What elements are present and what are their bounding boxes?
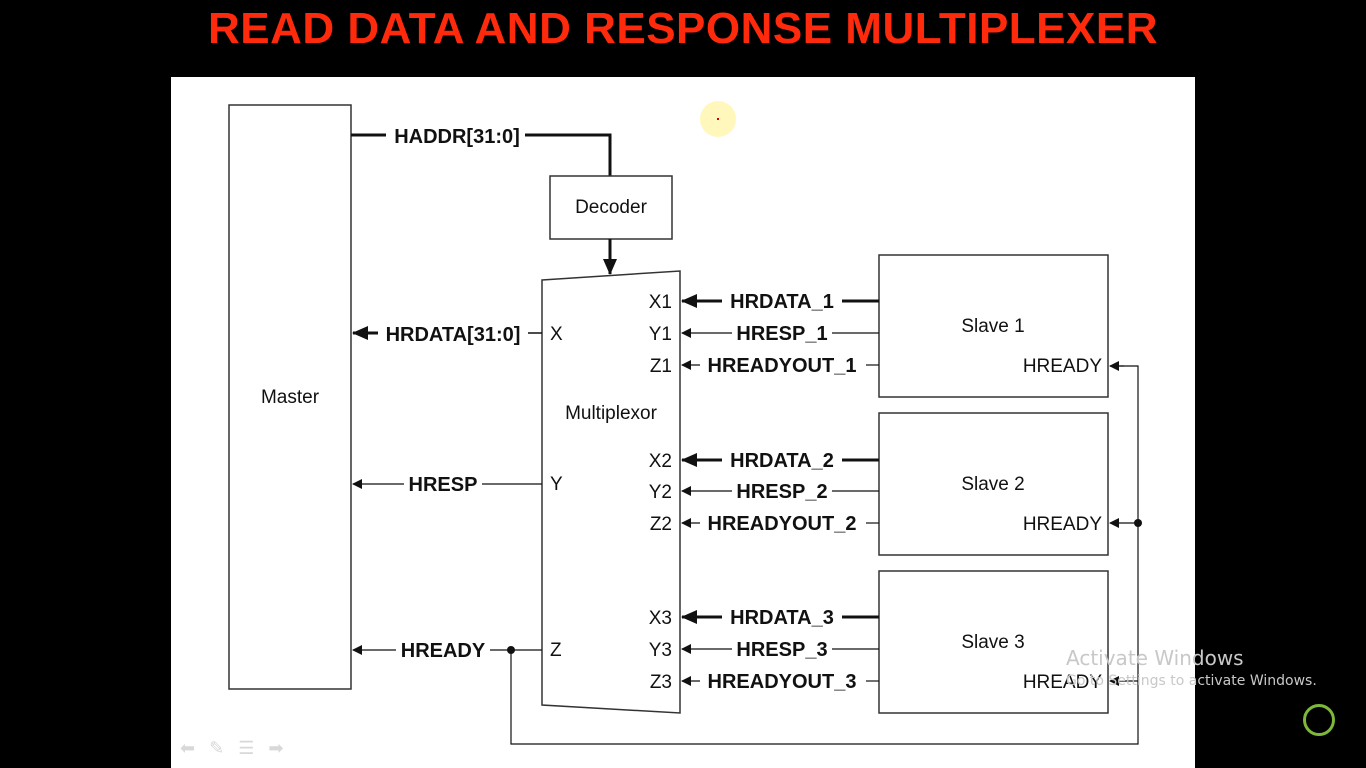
slave1-label: Slave 1 xyxy=(961,316,1024,337)
slave2-hready-label: HREADY xyxy=(1023,514,1103,535)
port-x: X xyxy=(550,324,563,345)
activation-watermark-title: Activate Windows xyxy=(1066,646,1244,670)
slave2-label: Slave 2 xyxy=(961,474,1024,495)
multiplexor-label: Multiplexor xyxy=(565,403,658,424)
forward-arrow-icon[interactable]: ➡ xyxy=(268,738,284,758)
hrdata2-label: HRDATA_2 xyxy=(730,450,834,472)
hreadyout3-label: HREADYOUT_3 xyxy=(708,671,857,693)
slave3-label: Slave 3 xyxy=(961,632,1024,653)
slave2-block xyxy=(878,412,1109,556)
port-x2: X2 xyxy=(649,451,672,472)
port-y3: Y3 xyxy=(649,640,672,661)
decoder-label: Decoder xyxy=(575,197,647,218)
port-z3: Z3 xyxy=(650,672,672,693)
hresp1-label: HRESP_1 xyxy=(736,323,827,345)
pointer-dot xyxy=(717,118,719,120)
slave1-block xyxy=(878,254,1109,398)
hreadyout1-label: HREADYOUT_1 xyxy=(708,355,857,377)
master-block xyxy=(228,104,352,690)
haddr-label: HADDR[31:0] xyxy=(394,126,520,148)
slave1-hready-label: HREADY xyxy=(1023,356,1103,377)
slide-nav-toolbar: ⬅ ✎ ☰ ➡ xyxy=(180,738,283,759)
decoder-block xyxy=(549,175,673,240)
pen-icon[interactable]: ✎ xyxy=(209,738,225,758)
slave3-block xyxy=(878,570,1109,714)
port-z1: Z1 xyxy=(650,356,672,377)
port-x3: X3 xyxy=(649,608,672,629)
port-y1: Y1 xyxy=(649,324,672,345)
menu-icon[interactable]: ☰ xyxy=(238,738,255,758)
hready-label: HREADY xyxy=(401,640,486,662)
back-arrow-icon[interactable]: ⬅ xyxy=(180,738,196,758)
hready-feedback-line xyxy=(510,365,1139,745)
record-ring-icon[interactable] xyxy=(1303,704,1335,736)
hresp-label: HRESP xyxy=(409,474,478,496)
slave2-junction-dot xyxy=(1134,519,1142,527)
haddr-line xyxy=(351,133,612,176)
hresp3-label: HRESP_3 xyxy=(736,639,827,661)
slide-title: READ DATA AND RESPONSE MULTIPLEXER xyxy=(207,4,1158,53)
hresp2-label: HRESP_2 xyxy=(736,481,827,503)
multiplexor-block xyxy=(541,270,681,714)
port-x1: X1 xyxy=(649,292,672,313)
hrdata1-label: HRDATA_1 xyxy=(730,291,834,313)
slave3-hready-label: HREADY xyxy=(1023,672,1103,693)
port-z2: Z2 xyxy=(650,514,672,535)
activation-watermark-subtitle: Go to Settings to activate Windows. xyxy=(1066,673,1317,689)
hrdata3-label: HRDATA_3 xyxy=(730,607,834,629)
port-y: Y xyxy=(550,474,563,495)
hreadyout2-label: HREADYOUT_2 xyxy=(708,513,857,535)
port-z: Z xyxy=(550,640,562,661)
master-label: Master xyxy=(261,387,320,408)
hrdata-label: HRDATA[31:0] xyxy=(386,324,521,346)
port-y2: Y2 xyxy=(649,482,672,503)
